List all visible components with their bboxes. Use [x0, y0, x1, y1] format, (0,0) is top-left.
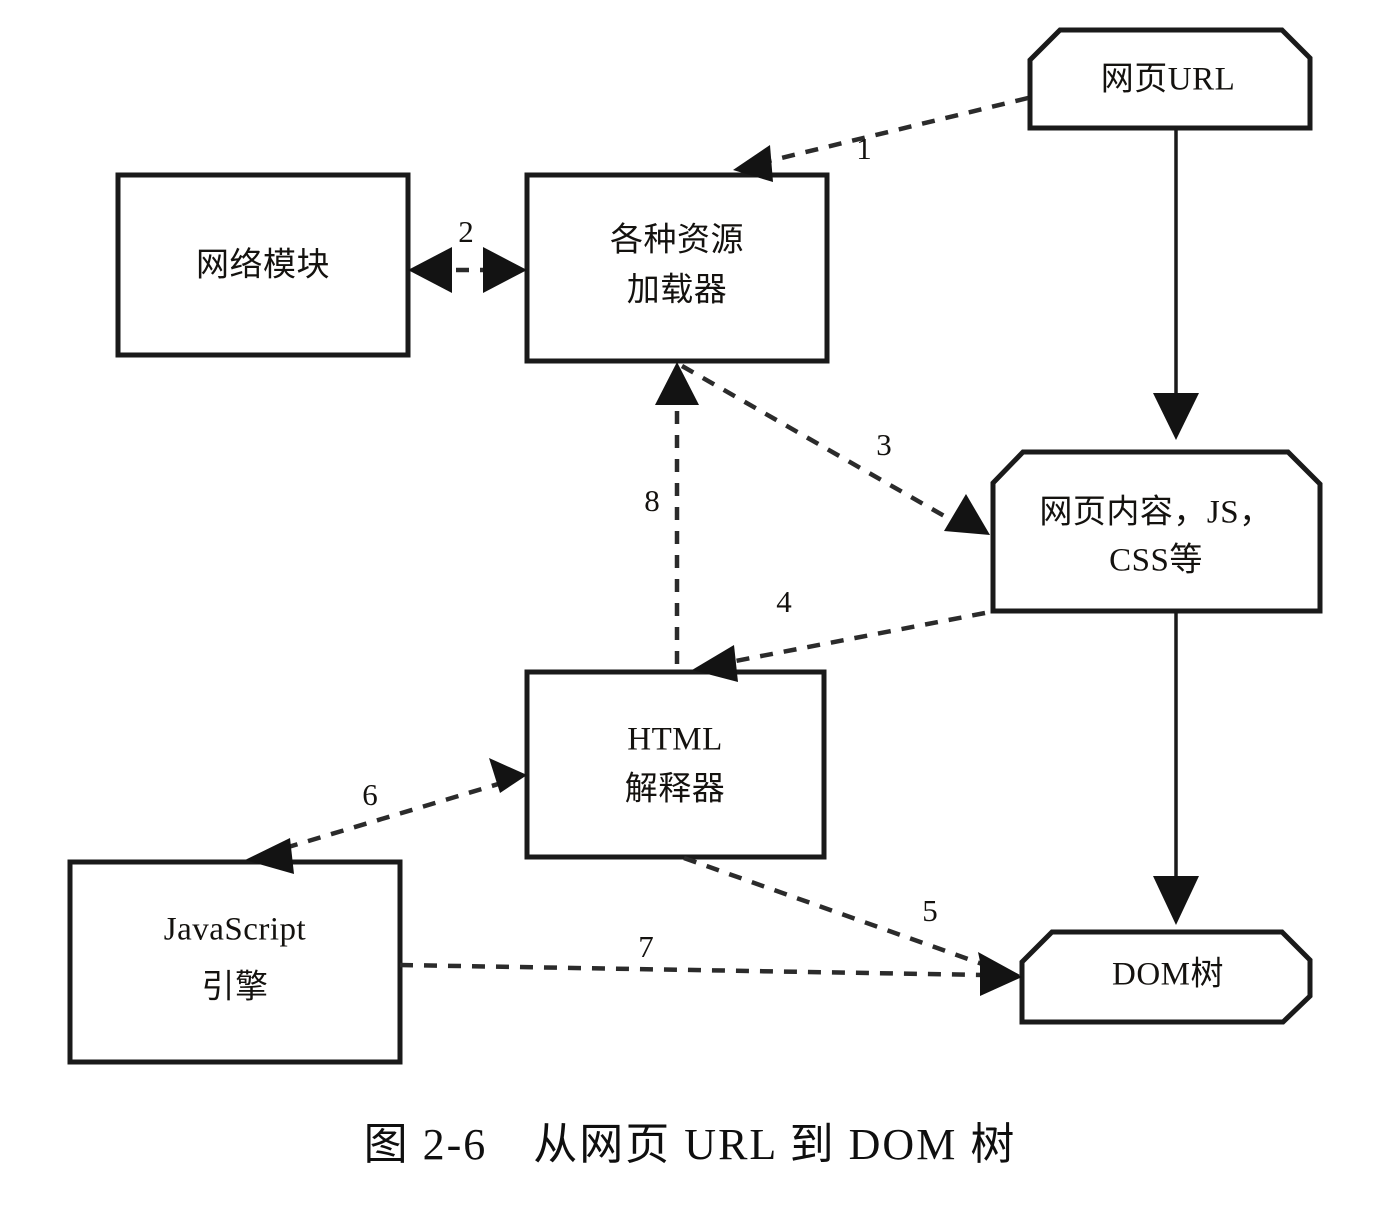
- page-content-box-shape: [990, 449, 1323, 614]
- edge-2-arrowhead-right: [483, 247, 527, 293]
- edge-7-label: 7: [638, 929, 654, 964]
- node-resource-loader[interactable]: 各种资源 加载器: [524, 172, 830, 364]
- edge-10-content-to-dom: [1153, 611, 1199, 925]
- edge-7-js-to-dom: 7: [399, 929, 1022, 996]
- html-parser-box-shape: [524, 669, 827, 860]
- page-content-label-line1: 网页内容，JS，: [1039, 494, 1272, 531]
- dom-tree-box-shape: [1019, 929, 1313, 1025]
- edge-3-line: [680, 364, 962, 527]
- network-module-label: 网络模块: [196, 247, 330, 284]
- edge-1-arrowhead: [733, 145, 773, 182]
- javascript-engine-label-line2: 引擎: [202, 969, 269, 1006]
- edge-3-arrowhead: [944, 494, 990, 535]
- edge-5-line: [683, 855, 986, 968]
- resource-loader-label-line1: 各种资源: [610, 222, 744, 259]
- edge-1-url-to-loader: 1: [733, 95, 1029, 182]
- node-javascript-engine[interactable]: JavaScript 引擎: [67, 859, 403, 1065]
- edge-6-label: 6: [362, 777, 378, 812]
- edge-6-arrowhead-left: [245, 838, 294, 874]
- edge-9-arrowhead: [1153, 393, 1199, 440]
- resource-loader-box-shape: [524, 172, 830, 364]
- figure-caption: 图 2-6 从网页 URL 到 DOM 树: [363, 1120, 1017, 1169]
- edge-1-line: [739, 95, 1029, 171]
- edge-2-label: 2: [458, 214, 474, 249]
- edge-5-parser-to-dom: 5: [683, 855, 1020, 990]
- network-module-box-shape: [115, 172, 411, 358]
- edge-7-line: [399, 962, 986, 978]
- edge-4-label: 4: [776, 584, 792, 619]
- edge-6-arrowhead-right: [489, 758, 527, 793]
- edge-4-content-to-parser: 4: [692, 584, 986, 682]
- node-page-content[interactable]: 网页内容，JS， CSS等: [990, 449, 1323, 614]
- node-html-parser[interactable]: HTML 解释器: [524, 669, 827, 860]
- web-url-box-shape: [1027, 27, 1313, 131]
- edge-1-label: 1: [856, 131, 872, 166]
- edge-8-parser-to-loader: 8: [644, 362, 699, 664]
- edge-2-network-loader: 2: [408, 214, 527, 293]
- resource-loader-label-line2: 加载器: [627, 272, 728, 309]
- edge-3-label: 3: [876, 427, 892, 462]
- edge-6-line: [284, 779, 506, 851]
- web-url-label: 网页URL: [1101, 62, 1236, 98]
- javascript-engine-box-shape: [67, 859, 403, 1065]
- edge-2-arrowhead-left: [408, 247, 452, 293]
- html-parser-label-line2: 解释器: [625, 771, 726, 808]
- edge-6-parser-js: 6: [245, 758, 527, 874]
- edge-5-label: 5: [922, 893, 938, 928]
- dom-tree-label: DOM树: [1112, 956, 1224, 993]
- edge-8-label: 8: [644, 483, 660, 518]
- html-parser-label-line1: HTML: [627, 722, 723, 758]
- javascript-engine-label-line1: JavaScript: [164, 912, 306, 948]
- node-network-module[interactable]: 网络模块: [115, 172, 411, 358]
- node-dom-tree[interactable]: DOM树: [1019, 929, 1313, 1025]
- edge-9-url-to-content: [1153, 128, 1199, 440]
- edge-4-arrowhead: [692, 645, 738, 682]
- page-content-label-line2: CSS等: [1109, 542, 1203, 579]
- node-web-url[interactable]: 网页URL: [1027, 27, 1313, 131]
- edge-7-arrowhead: [980, 956, 1022, 996]
- edge-3-loader-to-content: 3: [680, 364, 990, 535]
- edge-8-arrowhead: [655, 362, 699, 405]
- edge-10-arrowhead: [1153, 876, 1199, 925]
- edge-4-line: [724, 610, 986, 666]
